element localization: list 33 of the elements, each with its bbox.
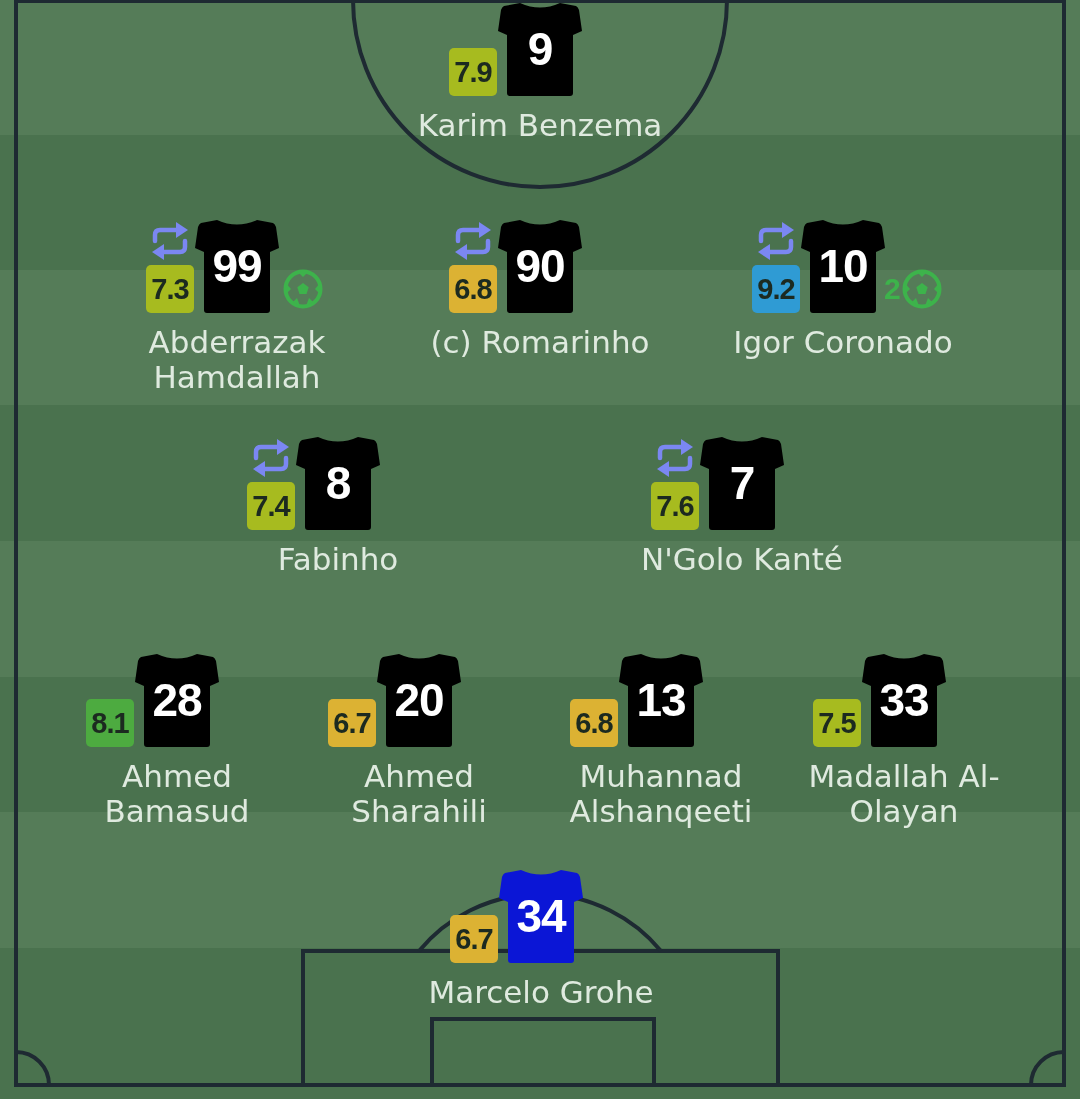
player-rating: 6.7 [328,699,376,747]
player-jersey: 34 [499,869,583,963]
player-jersey: 13 [619,653,703,747]
player-rating: 7.6 [651,482,699,530]
player-rating: 6.8 [570,699,618,747]
player-rating: 7.9 [449,48,497,96]
player-name: Igor Coronado [733,324,953,360]
player-name: Ahmed Bamasud [104,758,250,829]
player-jersey: 99 [195,219,279,313]
player-name: Karim Benzema [417,107,663,143]
player-name: N'Golo Kanté [641,541,843,577]
player-name: Abderrazak Hamdallah [148,324,326,395]
player-jersey: 33 [862,653,946,747]
player-rating: 7.3 [146,265,194,313]
player-jersey: 10 [801,219,885,313]
player-name: Marcelo Grohe [428,974,654,1010]
player-jersey: 20 [377,653,461,747]
player-rating: 8.1 [86,699,134,747]
player-rating: 7.4 [247,482,295,530]
player-rating: 7.5 [813,699,861,747]
player-name: Madallah Al-Olayan [808,758,1000,829]
player-jersey: 28 [135,653,219,747]
player-jersey: 90 [498,219,582,313]
player-name: Fabinho [277,541,399,577]
player-rating: 6.8 [449,265,497,313]
player-name: Ahmed Sharahili [351,758,487,829]
player-name: (c) Romarinho [430,324,650,360]
player-jersey: 8 [296,436,380,530]
player-rating: 6.7 [450,915,498,963]
player-jersey: 7 [700,436,784,530]
player-rating: 9.2 [752,265,800,313]
player-jersey: 9 [498,2,582,96]
player-name: Muhannad Alshanqeeti [569,758,753,829]
